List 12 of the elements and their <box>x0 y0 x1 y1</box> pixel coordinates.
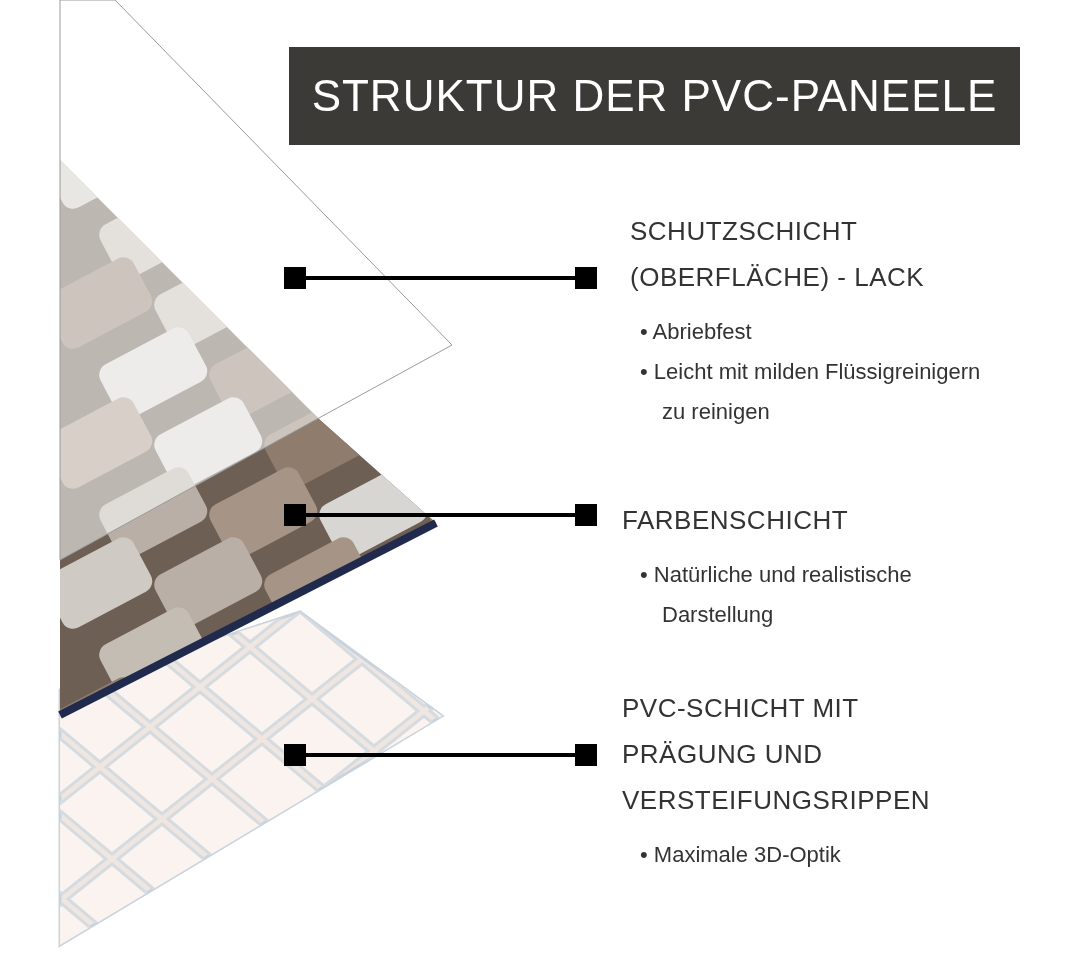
bullet-item: • Abriebfest <box>640 318 753 346</box>
bullet-item: • Maximale 3D-Optik <box>640 841 842 869</box>
leader-line <box>284 504 597 526</box>
title-banner: STRUKTUR DER PVC-PANEELE <box>289 47 1020 145</box>
layer-heading: SCHUTZSCHICHT (OBERFLÄCHE) - LACK <box>630 215 926 294</box>
leader-line <box>284 744 597 766</box>
bullet-item: • Natürliche und realistische Darstellung <box>640 561 913 629</box>
wood-brick-layer-drawing <box>58 160 438 719</box>
bullet-item: • Leicht mit milden Flüssigreinigern zu reinigen <box>640 358 982 426</box>
layer-heading: FARBENSCHICHT <box>622 504 850 537</box>
leader-line <box>284 267 597 289</box>
layer-heading: PVC-SCHICHT MIT PRÄGUNG UND VERSTEIFUNGSRIPPEN <box>622 692 932 817</box>
